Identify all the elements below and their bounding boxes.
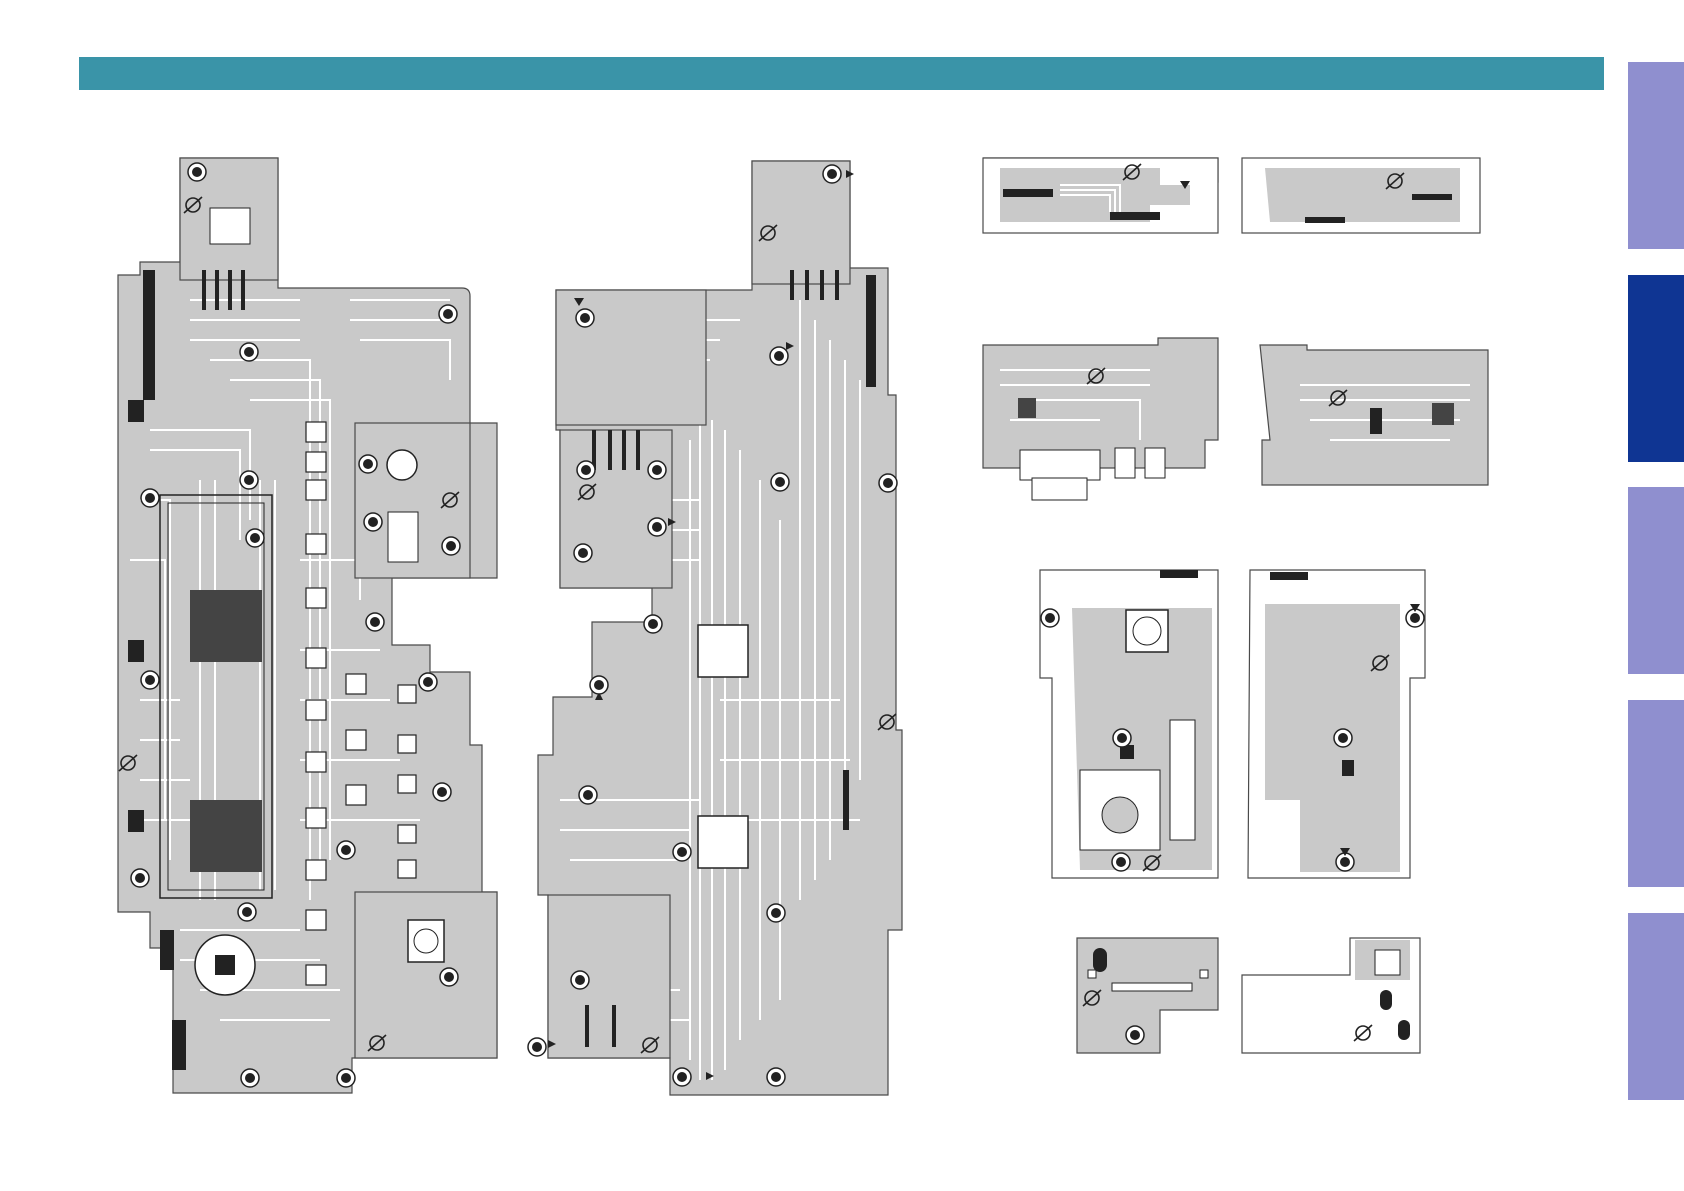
pcb-board-small-4	[1260, 345, 1488, 485]
pcb-board-small-8	[1242, 938, 1420, 1053]
pcb-board-small-6	[1248, 570, 1425, 878]
pcb-board-small-3	[983, 338, 1218, 500]
pcb-board-small-7	[1077, 938, 1218, 1053]
pcb-board-left	[118, 158, 497, 1093]
pcb-board-middle	[528, 161, 902, 1095]
pcb-board-small-2	[1242, 158, 1480, 233]
pcb-board-small-1	[983, 158, 1218, 233]
pcb-board-small-5	[1040, 570, 1218, 878]
